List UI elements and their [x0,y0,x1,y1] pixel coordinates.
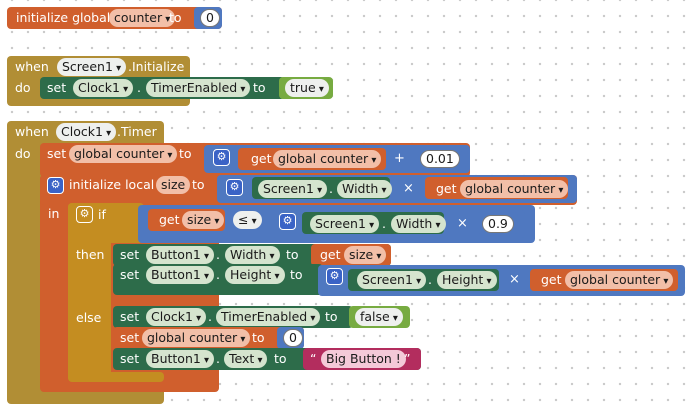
number-value[interactable]: 0.01 [420,150,460,168]
timerenabled-dropdown[interactable]: TimerEnabled [146,79,251,97]
screen1-dropdown[interactable]: Screen1 [57,58,127,76]
screen1-dropdown[interactable]: Screen1 [310,215,380,233]
screen1-dropdown[interactable]: Screen1 [357,271,427,289]
size-dropdown[interactable]: size [182,211,225,229]
init-global-label: initialize global [16,10,111,25]
set-label: set [47,146,67,161]
multiply-operator: × [457,216,468,231]
initialize-local-footer [40,382,219,392]
get-label: get [320,247,341,262]
to-label: to [325,309,338,324]
set-label: set [120,267,140,282]
when-label: when [15,124,49,139]
global-var-name-dropdown[interactable]: counter [109,9,176,27]
true-dropdown[interactable]: true [285,79,329,97]
mutator-gear-icon[interactable]: ⚙ [226,179,243,196]
number-value[interactable]: 0 [283,329,303,347]
comparison-operator-dropdown[interactable]: ≤ [233,211,262,229]
width-dropdown[interactable]: Width [337,180,392,198]
local-var-name[interactable]: size [156,176,191,194]
mutator-gear-icon[interactable]: ⚙ [76,206,93,223]
button1-dropdown[interactable]: Button1 [146,266,215,284]
button1-dropdown[interactable]: Button1 [146,350,215,368]
mutator-gear-icon[interactable]: ⚙ [326,268,343,285]
timer-event-label: .Timer [117,124,157,139]
to-label: to [252,330,265,345]
mutator-gear-icon[interactable]: ⚙ [47,177,64,194]
quote-open: “ [310,351,317,366]
size-dropdown[interactable]: size [344,246,387,264]
mutator-gear-icon[interactable]: ⚙ [279,213,296,230]
dot-label: . [382,216,386,231]
get-label: get [251,151,272,166]
when-label: when [15,59,49,74]
get-label: get [541,272,562,287]
multiply-operator: × [403,181,414,196]
to-label: to [290,267,303,282]
get-label: get [159,212,180,227]
dot-label: . [216,247,220,262]
to-label: to [286,247,299,262]
dot-label: . [216,267,220,282]
set-label: set [120,309,140,324]
dot-label: . [428,272,432,287]
to-label: to [192,177,205,192]
height-dropdown[interactable]: Height [225,266,285,284]
clock1-dropdown[interactable]: Clock1 [146,308,207,326]
global-counter-dropdown[interactable]: global counter [460,180,569,198]
number-value[interactable]: 0 [200,9,220,27]
quote-close: ” [404,351,411,366]
set-label: set [120,330,140,345]
global-counter-dropdown[interactable]: global counter [142,329,251,347]
get-label: get [436,181,457,196]
to-label: to [169,10,182,25]
do-label: do [15,80,31,95]
global-counter-dropdown[interactable]: global counter [565,271,674,289]
to-label: to [253,80,266,95]
set-label: set [47,80,67,95]
width-dropdown[interactable]: Width [225,246,280,264]
clock1-dropdown[interactable]: Clock1 [56,123,117,141]
multiply-operator: × [509,272,520,287]
plus-operator: + [394,151,405,166]
dot-label: . [137,80,141,95]
in-label: in [48,206,60,221]
false-dropdown[interactable]: false [355,308,403,326]
dot-label: . [329,181,333,196]
global-counter-dropdown[interactable]: global counter [69,145,178,163]
height-dropdown[interactable]: Height [437,271,497,289]
set-label: set [120,247,140,262]
initialize-local-label: initialize local [69,177,155,192]
mutator-gear-icon[interactable]: ⚙ [213,149,230,166]
to-label: to [179,146,192,161]
screen1-dropdown[interactable]: Screen1 [258,180,328,198]
width-dropdown[interactable]: Width [391,215,446,233]
if-label: if [98,207,106,222]
set-label: set [120,351,140,366]
then-label: then [76,247,105,262]
initialize-event-label: .Initialize [128,59,185,74]
if-else-footer [68,372,164,382]
dot-label: . [208,309,212,324]
do-label: do [15,146,31,161]
text-dropdown[interactable]: Text [224,350,268,368]
button1-dropdown[interactable]: Button1 [146,246,215,264]
global-counter-dropdown[interactable]: global counter [273,150,382,168]
text-value[interactable]: Big Button ! [321,350,406,368]
dot-label: . [216,351,220,366]
else-label: else [76,310,102,325]
clock1-dropdown[interactable]: Clock1 [73,79,134,97]
timerenabled-dropdown[interactable]: TimerEnabled [216,308,321,326]
to-label: to [274,351,287,366]
number-value[interactable]: 0.9 [482,215,514,233]
